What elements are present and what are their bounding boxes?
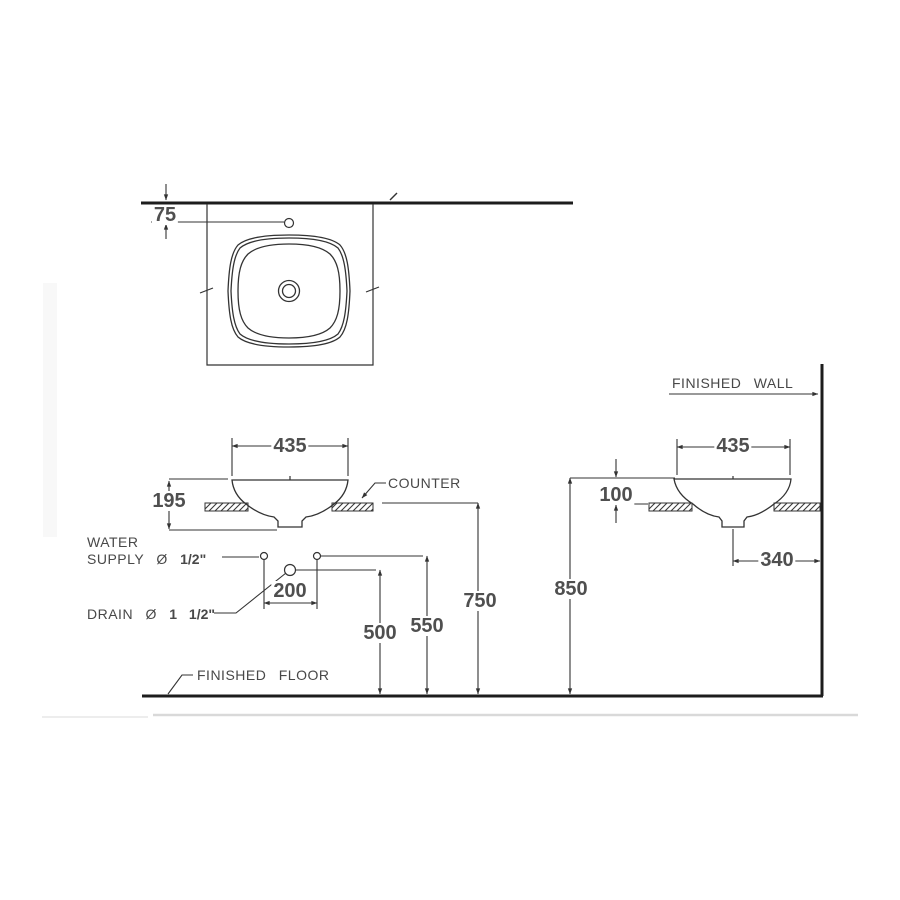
drain-size-prefix: DRAIN Ø bbox=[87, 605, 170, 622]
plan-view bbox=[141, 184, 573, 366]
dim-supply-height: 550 bbox=[408, 615, 446, 637]
side-counter-hatch-left bbox=[648, 502, 693, 512]
dim-faucet-offset: 75 bbox=[151, 204, 179, 226]
front-dim-200 bbox=[263, 560, 318, 609]
front-view bbox=[166, 438, 481, 695]
side-counter-hatch-right bbox=[773, 502, 821, 512]
front-counter-hatch-right bbox=[331, 502, 374, 512]
front-basin-profile bbox=[231, 479, 349, 528]
drain-outline-inner bbox=[281, 283, 297, 299]
dim-side-width: 435 bbox=[714, 435, 752, 457]
dim-front-depth: 195 bbox=[150, 490, 188, 512]
background-artifacts bbox=[42, 283, 858, 718]
water-supply-size-prefix: SUPPLY Ø bbox=[87, 550, 181, 567]
front-counter-hatch-left bbox=[204, 502, 249, 512]
plan-basin bbox=[227, 234, 351, 348]
basin-inner-edge bbox=[237, 243, 341, 339]
floor-leader bbox=[167, 674, 193, 695]
supply-point-left bbox=[259, 551, 269, 561]
faucet-hole bbox=[283, 217, 295, 229]
basin-outer-rim bbox=[227, 234, 351, 348]
counter-cutout-square bbox=[206, 204, 374, 366]
side-basin-profile bbox=[673, 478, 792, 528]
counter-leader bbox=[361, 482, 386, 499]
drain-size: 1 1/2" bbox=[169, 605, 216, 622]
drain-leader bbox=[214, 572, 287, 614]
centerline-tick-right bbox=[365, 286, 380, 293]
finished-wall-label: FINISHED WALL bbox=[672, 374, 794, 391]
water-supply-label-line1: WATER bbox=[87, 533, 139, 550]
wall-break-tick bbox=[389, 192, 398, 201]
basin-middle-rim bbox=[230, 237, 348, 345]
finished-floor-label: FINISHED FLOOR bbox=[197, 666, 330, 683]
side-view bbox=[567, 364, 824, 696]
supply-point-right bbox=[312, 551, 322, 561]
water-supply-size: 1/2" bbox=[180, 550, 207, 567]
water-supply-label-line2: SUPPLY Ø 1/2" bbox=[87, 551, 206, 567]
drain-point bbox=[283, 563, 297, 577]
dim-supply-spread: 200 bbox=[271, 580, 309, 602]
dim-counter-height: 750 bbox=[461, 590, 499, 612]
dim-rim-above-counter: 100 bbox=[597, 484, 635, 506]
drain-outline-outer bbox=[277, 279, 301, 303]
drain-label: DRAIN Ø 1 1/2" bbox=[87, 606, 215, 622]
left-shadow-strip bbox=[43, 283, 57, 537]
centerline-tick-left bbox=[199, 287, 214, 294]
dim-drain-to-wall: 340 bbox=[758, 549, 796, 571]
dim-drain-height: 500 bbox=[361, 622, 399, 644]
dim-rim-height: 850 bbox=[552, 578, 590, 600]
counter-label: COUNTER bbox=[388, 474, 461, 491]
dim-front-width: 435 bbox=[271, 435, 309, 457]
